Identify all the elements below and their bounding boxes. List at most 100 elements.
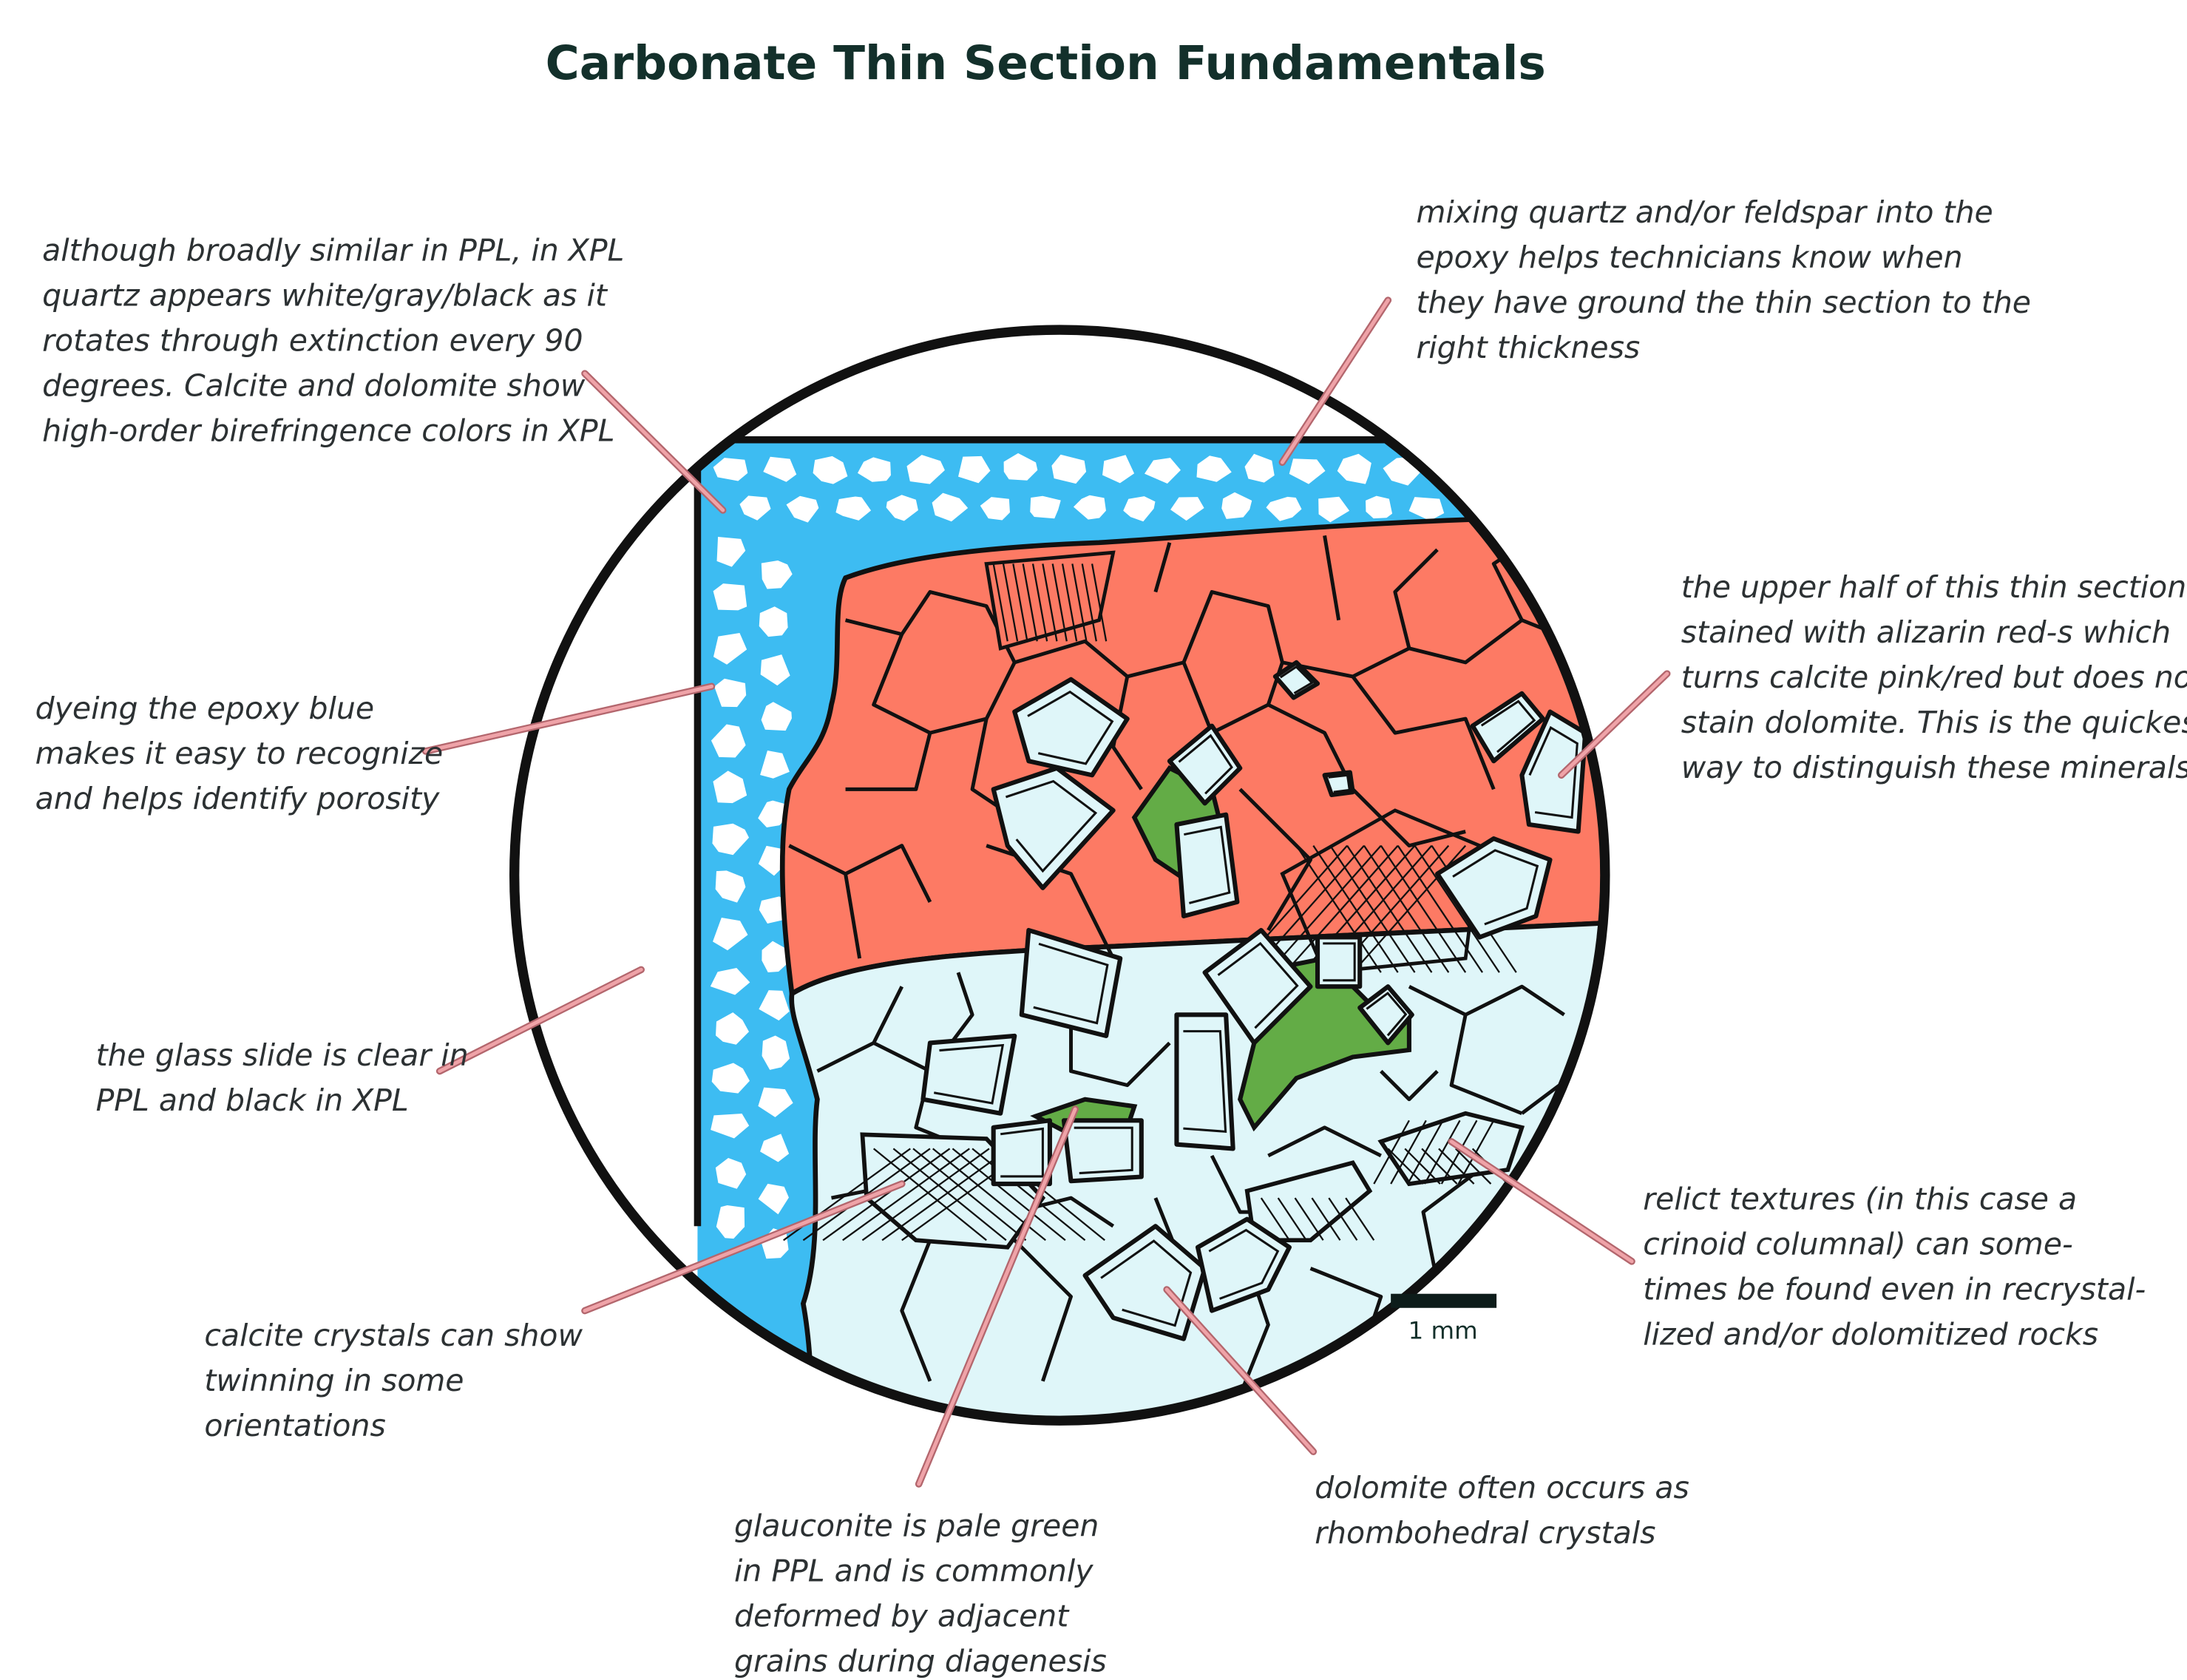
- twin-line: [1061, 563, 1078, 642]
- quartz-grain: [786, 495, 819, 523]
- quartz-grain: [758, 1087, 793, 1117]
- quartz-grain: [711, 1063, 750, 1094]
- diagram-title: Carbonate Thin Section Fundamentals: [546, 36, 1546, 90]
- twin-line: [881, 1148, 1010, 1242]
- annotation-line: in PPL and is commonly: [734, 1554, 1094, 1589]
- quartz-grain: [710, 968, 750, 995]
- quartz-grain: [713, 583, 747, 611]
- leader-line-fill: [1164, 1287, 1315, 1454]
- twin-line: [1440, 1120, 1478, 1185]
- twin-line: [1051, 563, 1068, 642]
- twin-line: [1031, 563, 1048, 642]
- leader-line-fill: [583, 371, 725, 512]
- quartz-grain: [714, 678, 747, 708]
- annotation-line: stained with alizarin red-s which: [1681, 614, 2171, 650]
- quartz-grain: [712, 823, 750, 856]
- quartz-grain: [813, 455, 848, 484]
- rhomb-zoning: [1279, 665, 1315, 694]
- quartz-grain: [1318, 496, 1350, 523]
- quartz-grain: [711, 1113, 750, 1139]
- quartz-grain: [759, 990, 790, 1021]
- quartz-grain: [739, 495, 771, 521]
- twin-line: [952, 1148, 1066, 1242]
- quartz-grain: [1051, 454, 1087, 484]
- leader-line-fill: [1559, 671, 1669, 777]
- quartz-grain: [713, 918, 748, 951]
- dolomite-rhomb: [1315, 935, 1363, 989]
- rhomb-zoning: [1178, 734, 1233, 795]
- twin-line: [1284, 844, 1399, 973]
- twin-line: [1404, 1148, 1441, 1185]
- annotation-line: rotates through extinction every 90: [42, 323, 583, 359]
- twin-line: [892, 1148, 1007, 1242]
- annotation-line: twinning in some: [204, 1363, 464, 1398]
- twin-line: [1267, 844, 1382, 973]
- rhomb-zoning: [1184, 825, 1231, 904]
- dolomite-rhomb: [1272, 660, 1320, 700]
- dolomite-rhomb: [1202, 927, 1313, 1046]
- annotation-line: degrees. Calcite and dolomite show: [42, 368, 586, 404]
- rhomb-zoning: [1183, 1030, 1227, 1133]
- quartz-grain: [1289, 458, 1326, 484]
- annotation-line: relict textures (in this case a: [1643, 1181, 2077, 1216]
- dolomite-rhomb: [1167, 723, 1243, 806]
- rhomb-zoning: [1100, 1239, 1193, 1327]
- leader-line-fill: [1280, 298, 1390, 464]
- dolomite-rhombs: [920, 660, 1588, 1341]
- rhomb-zoning: [1480, 700, 1536, 753]
- quartz-grain: [1266, 496, 1302, 521]
- twin-line: [1294, 1197, 1324, 1241]
- twin-line: [861, 1148, 990, 1242]
- quartz-grain: [980, 497, 1010, 521]
- quartz-grain: [1102, 455, 1135, 484]
- quartz-grain: [716, 537, 746, 567]
- quartz-grain: [716, 1012, 750, 1045]
- dolomite-rhomb: [1195, 1216, 1292, 1313]
- dolomite-rhomb: [1082, 1224, 1207, 1341]
- quartz-grain: [713, 633, 747, 665]
- quartz-grain: [1221, 492, 1252, 519]
- dolomite-rhomb: [1357, 984, 1414, 1046]
- twin-line: [1022, 563, 1038, 642]
- quartz-grain: [759, 606, 788, 637]
- twin-line: [1071, 563, 1088, 642]
- quartz-grain: [1337, 453, 1371, 484]
- rhomb-zoning: [1328, 773, 1352, 793]
- annotation-line: dolomite often occurs as: [1315, 1470, 1689, 1505]
- annotation-line: makes it easy to recognize: [35, 736, 444, 771]
- quartz-grain: [1170, 497, 1204, 521]
- annotation-line: mixing quartz and/or feldspar into the: [1416, 194, 1993, 230]
- quartz-grain: [1366, 495, 1393, 519]
- scale-bar: [1391, 1293, 1497, 1308]
- annotation-line: stain dolomite. This is the quickest: [1681, 705, 2187, 740]
- quartz-grain: [761, 560, 793, 589]
- microscope-field: [514, 330, 1605, 1421]
- quartz-grain: [758, 1183, 789, 1215]
- quartz-grain: [835, 496, 872, 521]
- dolomite-rhomb: [991, 1118, 1052, 1187]
- leader-line-fill: [583, 1182, 904, 1313]
- quartz-grain: [1030, 495, 1061, 519]
- quartz-grain: [761, 702, 792, 731]
- quartz-grain: [1244, 453, 1275, 483]
- twin-line: [1042, 563, 1058, 642]
- annotation-line: times be found even in recrystal-: [1643, 1271, 2146, 1307]
- quartz-grain: [716, 1205, 745, 1239]
- dolomite-rhomb: [1012, 677, 1130, 778]
- dolomite-rhomb: [1519, 709, 1588, 834]
- twin-line: [1387, 1148, 1424, 1185]
- twin-line: [822, 1148, 951, 1242]
- quartz-grain: [713, 770, 747, 804]
- annotation-line: although broadly similar in PPL, in XPL: [42, 233, 624, 268]
- annotation-line: the glass slide is clear in: [96, 1037, 469, 1073]
- twin-line: [992, 563, 1008, 642]
- annotation-quartz: although broadly similar in PPL, in XPL q…: [42, 233, 624, 449]
- annotation-line: quartz appears white/gray/black as it: [42, 278, 608, 314]
- quartz-grain: [715, 870, 746, 903]
